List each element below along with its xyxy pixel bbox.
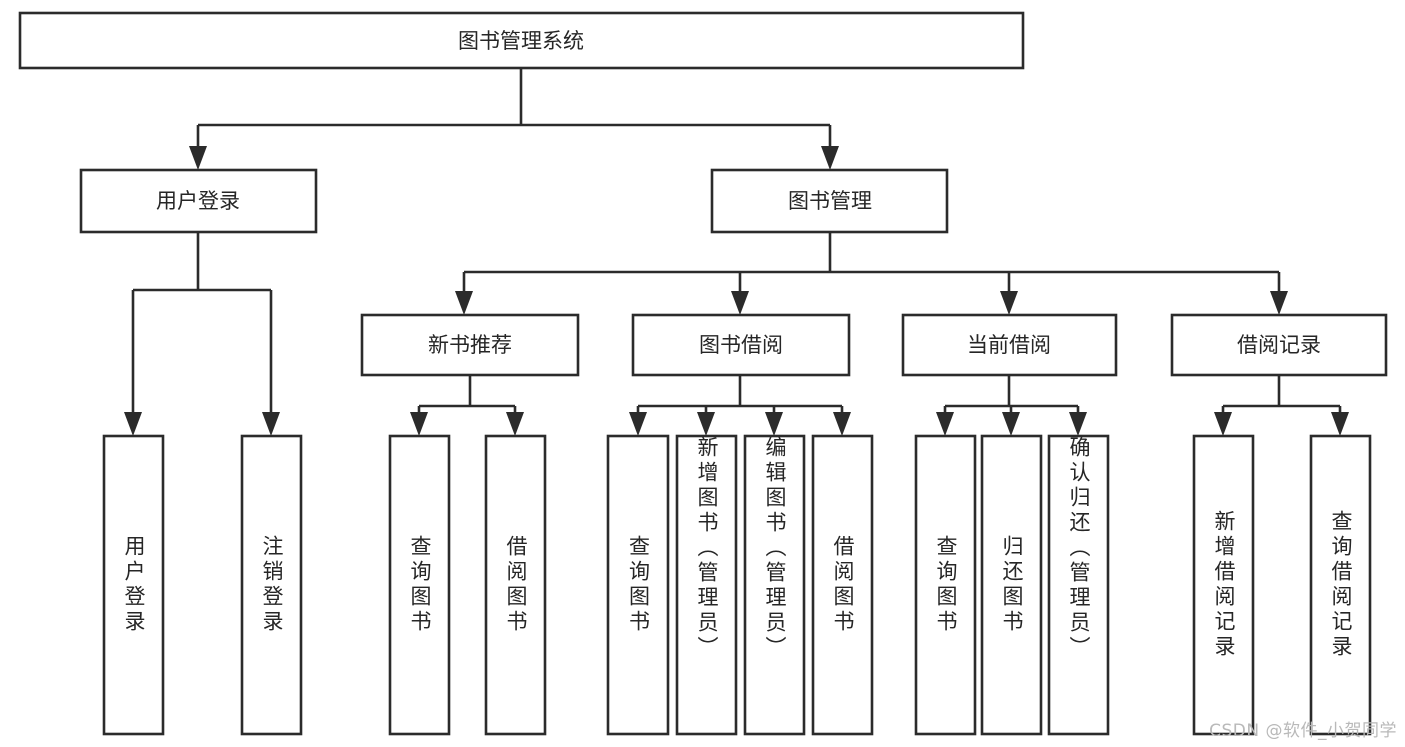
- arrowhead-bookborrow-leaf-4: [833, 412, 851, 436]
- leaf-box-book-borrow-2[interactable]: [675, 434, 738, 736]
- connector-edges: [124, 68, 1349, 436]
- arrowhead-newbook-leaf-1: [410, 412, 428, 436]
- node-root-label: 图书管理系统: [458, 29, 584, 53]
- node-borrow-record-box[interactable]: [1170, 313, 1388, 377]
- node-root-box[interactable]: [18, 11, 1025, 70]
- arrowhead-userlogin-leaf-1: [124, 412, 142, 436]
- leaf-box-book-borrow-1[interactable]: [606, 434, 670, 736]
- node-user-login-label: 用户登录: [156, 189, 240, 213]
- leaf-box-current-borrow-3[interactable]: [1047, 434, 1110, 736]
- arrowhead-new-book: [455, 291, 473, 315]
- node-book-borrow[interactable]: 图书借阅: [631, 313, 851, 377]
- leaf-box-new-book-2[interactable]: [484, 434, 547, 736]
- arrowhead-bookborrow-leaf-2: [697, 412, 715, 436]
- arrowhead-currentborrow-leaf-3: [1069, 412, 1087, 436]
- node-borrow-record[interactable]: 借阅记录: [1170, 313, 1388, 377]
- leaf-box-borrow-record-1[interactable]: [1192, 434, 1255, 736]
- arrowhead-current-borrow: [1000, 291, 1018, 315]
- arrowhead-bookborrow-leaf-1: [629, 412, 647, 436]
- leaf-box-new-book-1[interactable]: [388, 434, 451, 736]
- node-new-book-recommend-box[interactable]: [360, 313, 580, 377]
- node-user-login-box[interactable]: [79, 168, 318, 234]
- leaf-box-user-login-1[interactable]: [102, 434, 165, 736]
- arrowhead-user-login: [189, 146, 207, 170]
- leaf-box-book-borrow-4[interactable]: [811, 434, 874, 736]
- arrowhead-currentborrow-leaf-2: [1002, 412, 1020, 436]
- node-new-book-recommend[interactable]: 新书推荐: [360, 313, 580, 377]
- node-current-borrow-label: 当前借阅: [967, 333, 1051, 357]
- node-root[interactable]: 图书管理系统: [18, 11, 1025, 70]
- arrowhead-borrowrecord-leaf-2: [1331, 412, 1349, 436]
- leaf-box-borrow-record-2[interactable]: [1309, 434, 1372, 736]
- arrowhead-newbook-leaf-2: [506, 412, 524, 436]
- node-book-management-label: 图书管理: [788, 189, 872, 213]
- arrowhead-userlogin-leaf-2: [262, 412, 280, 436]
- arrowhead-borrow-record: [1270, 291, 1288, 315]
- arrowhead-borrowrecord-leaf-1: [1214, 412, 1232, 436]
- leaf-box-user-login-2[interactable]: [240, 434, 303, 736]
- node-current-borrow[interactable]: 当前借阅: [901, 313, 1118, 377]
- leaf-box-book-borrow-3[interactable]: [743, 434, 806, 736]
- leaf-box-current-borrow-1[interactable]: [914, 434, 977, 736]
- node-book-management-box[interactable]: [710, 168, 949, 234]
- arrowhead-bookborrow-leaf-3: [765, 412, 783, 436]
- leaf-box-current-borrow-2[interactable]: [980, 434, 1043, 736]
- node-book-borrow-label: 图书借阅: [699, 333, 783, 357]
- node-book-management[interactable]: 图书管理: [710, 168, 949, 234]
- node-current-borrow-box[interactable]: [901, 313, 1118, 377]
- node-new-book-recommend-label: 新书推荐: [428, 333, 512, 357]
- arrowhead-currentborrow-leaf-1: [936, 412, 954, 436]
- node-user-login[interactable]: 用户登录: [79, 168, 318, 234]
- node-borrow-record-label: 借阅记录: [1237, 333, 1321, 357]
- csdn-watermark: CSDN @软件_小贺同学: [1209, 721, 1397, 741]
- node-book-borrow-box[interactable]: [631, 313, 851, 377]
- arrowhead-book-borrow: [731, 291, 749, 315]
- arrowhead-book-mgmt: [821, 146, 839, 170]
